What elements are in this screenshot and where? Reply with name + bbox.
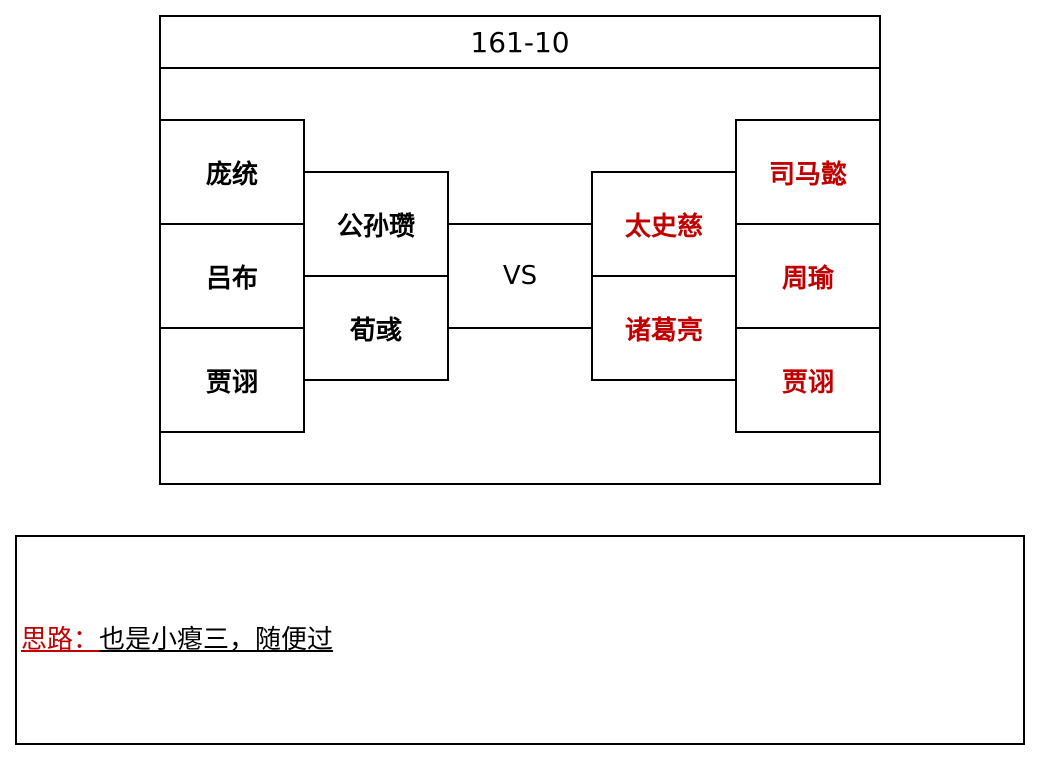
note-text: 也是小瘪三，随便过 <box>99 625 334 655</box>
connector-top <box>447 223 593 225</box>
left-outer-cell-3: 贾诩 <box>159 327 305 433</box>
title-divider <box>159 67 881 69</box>
right-inner-cell-1: 太史慈 <box>591 171 737 277</box>
right-inner-cell-2: 诸葛亮 <box>591 275 737 381</box>
note-label: 思路： <box>21 625 100 655</box>
connector-bottom <box>447 327 593 329</box>
left-inner-cell-2: 荀彧 <box>303 275 449 381</box>
right-outer-cell-2: 周瑜 <box>735 223 881 329</box>
left-inner-cell-1: 公孙瓒 <box>303 171 449 277</box>
matchup-title: 161-10 <box>470 25 570 59</box>
note-box <box>15 535 1025 745</box>
left-outer-cell-1: 庞统 <box>159 119 305 225</box>
left-outer-cell-2: 吕布 <box>159 223 305 329</box>
vs-label: VS <box>502 261 538 291</box>
right-outer-cell-3: 贾诩 <box>735 327 881 433</box>
note-line: 思路：也是小瘪三，随便过 <box>21 620 333 660</box>
right-outer-cell-1: 司马懿 <box>735 119 881 225</box>
